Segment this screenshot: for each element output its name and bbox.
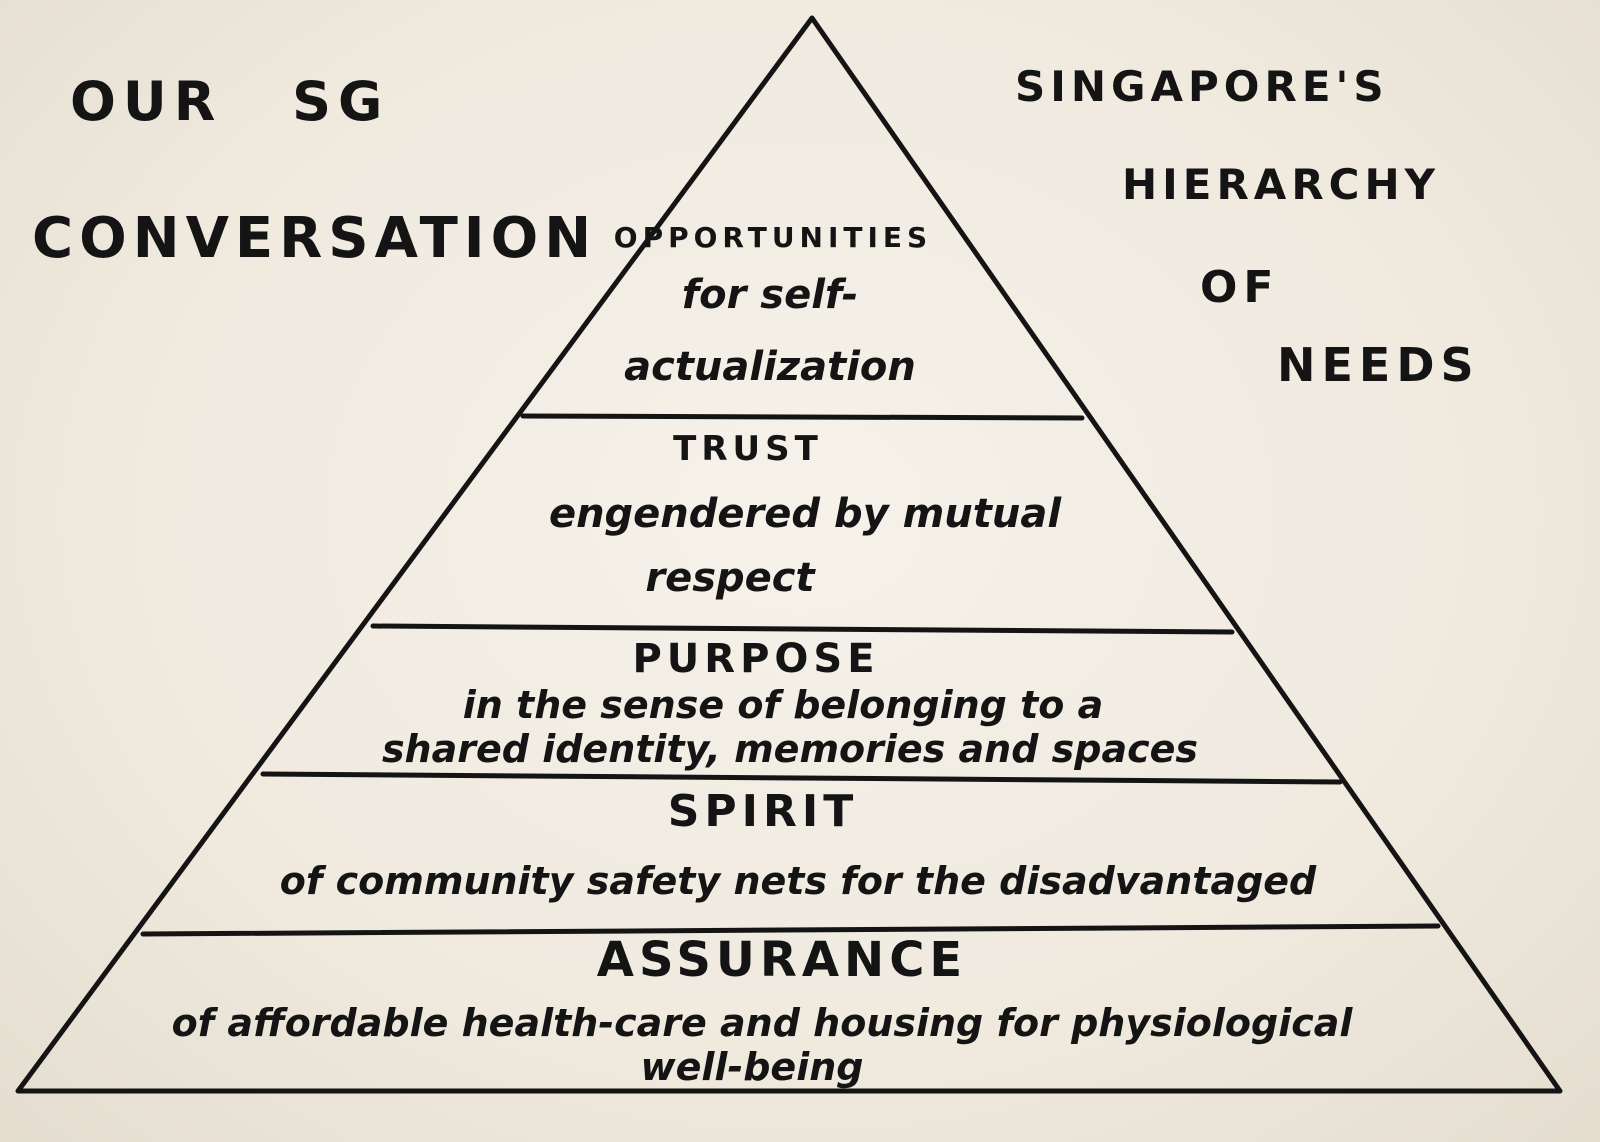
title-of: OF — [1200, 262, 1280, 313]
title-singapores: SINGAPORE'S — [1015, 62, 1389, 111]
title-conversation: CONVERSATION — [32, 206, 598, 271]
level-assurance: ASSURANCE of affordable health-care and … — [172, 932, 1354, 1089]
tier-divider-2 — [370, 623, 1235, 635]
tier-divider-1 — [520, 413, 1085, 421]
level-spirit: SPIRIT of community safety nets for the … — [280, 786, 1317, 903]
level-heading-opportunities: OPPORTUNITIES — [614, 221, 932, 254]
level-description-line: of affordable health-care and housing fo… — [172, 1001, 1354, 1045]
level-trust: TRUST engendered by mutual respect — [549, 429, 1062, 601]
level-heading-trust: TRUST — [673, 429, 823, 469]
level-description-line: engendered by mutual — [549, 491, 1062, 537]
level-heading-assurance: ASSURANCE — [597, 932, 967, 988]
level-heading-spirit: SPIRIT — [668, 786, 859, 837]
level-description-line: for self- — [682, 272, 858, 318]
level-description-line: respect — [645, 555, 816, 601]
tier-divider-3 — [260, 771, 1343, 785]
title-needs: NEEDS — [1277, 338, 1480, 392]
level-description-line: shared identity, memories and spaces — [382, 727, 1198, 771]
level-opportunities: OPPORTUNITIES for self- actualization — [614, 221, 932, 390]
level-purpose: PURPOSE in the sense of belonging to a s… — [382, 636, 1198, 771]
level-description-line: in the sense of belonging to a — [463, 683, 1103, 727]
level-description-line: of community safety nets for the disadva… — [280, 859, 1317, 903]
level-description-line: well-being — [641, 1045, 864, 1089]
pyramid-outline — [15, 15, 1563, 1094]
tier-divider-4 — [140, 923, 1441, 937]
title-hierarchy: HIERARCHY — [1122, 160, 1441, 209]
title-our-sg: OUR SG — [70, 70, 390, 133]
level-description-line: actualization — [624, 344, 916, 390]
level-heading-purpose: PURPOSE — [632, 636, 879, 682]
